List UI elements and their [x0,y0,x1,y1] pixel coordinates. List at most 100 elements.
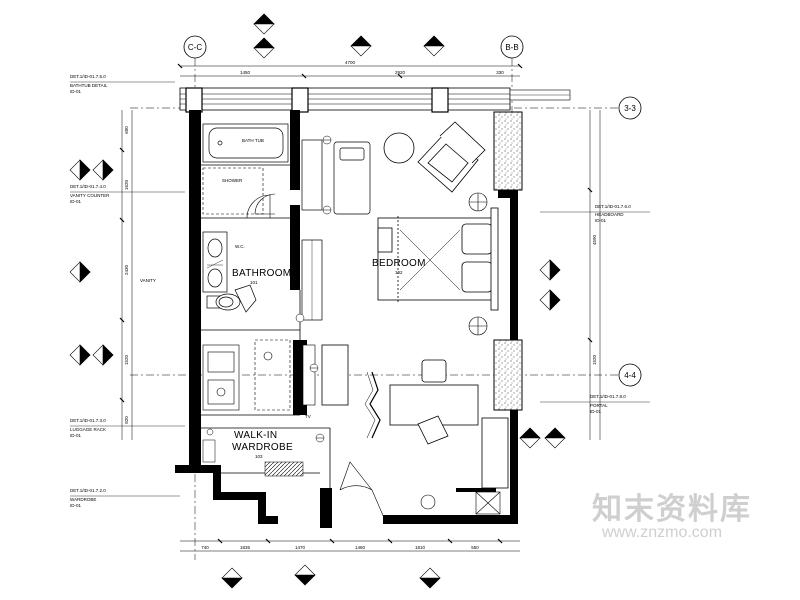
lounge-chair [417,121,486,193]
section-marker-right-2 [539,289,561,311]
detail-note-wardrobe: DET.1/ID-01.7.2.0 WARDROBE ID-01 [70,488,180,508]
dim-left-4: 820 [124,416,129,424]
detail-code-vanity: DET.1/ID-01.7.4.0 [70,184,106,189]
watermark-brand: 知末资料库 [592,492,752,527]
detail-code-wardrobe: DET.1/ID-01.7.2.0 [70,488,106,493]
watermark: 知末资料库 www.znzmo.com [592,484,792,544]
walkin-number: 103 [255,454,263,459]
grid-label-4: 4-4 [624,371,636,380]
section-marker-left-4 [69,344,91,366]
detail-name-wardrobe: WARDROBE [70,497,96,502]
wc-label: W.C. [235,244,245,249]
dim-left-3: 1520 [124,354,129,365]
dim-right-0: 4590 [592,234,597,245]
grid-label-3: 3-3 [624,104,636,113]
dim-left-0: 600 [124,126,129,134]
grid-label-b: B-B [505,43,518,52]
bed [377,207,499,311]
bedside-lamps [468,192,488,336]
bathroom-label-group: BATHROOM 101 [232,268,291,285]
bedroom-number: 102 [395,270,403,275]
section-marker-right-3 [519,427,541,449]
dim-top-0: 1450 [240,70,251,75]
dim-bottom-5: 550 [471,545,479,550]
dimension-texts: 4700 1450 2920 330 740 1835 1470 1460 18… [124,60,597,550]
section-marker-left-1 [69,159,91,181]
tv-unit: TV [302,344,316,419]
detail-note-headboard: DET.1/ID-01.7.6.0 HEADBOARD ID-01 [540,204,650,223]
bathtub-label: BATH TUB [242,138,264,143]
section-marker-right-4 [544,427,566,449]
grid-bubble-4: 4-4 [618,363,642,387]
section-marker-top-4 [423,35,445,57]
section-marker-bottom-3 [294,564,316,586]
grid-bubble-c: C-C [183,35,207,59]
shower-area: SHOWER [202,167,276,215]
detail-ref-headboard: ID-01 [595,218,607,223]
dim-bottom-0: 740 [201,545,209,550]
dim-right-1: 1520 [592,354,597,365]
shower-label: SHOWER [222,178,243,183]
section-marker-top-1 [253,13,275,35]
detail-name-headboard: HEADBOARD [595,212,624,217]
detail-ref-wardrobe: ID-01 [70,503,82,508]
detail-code-bathtub: DET.1/ID-01.7.5.0 [70,74,106,79]
desk-area [321,344,509,489]
bedroom-label-group: BEDROOM 102 [372,258,426,275]
detail-ref-bathtub: ID-01 [70,89,82,94]
detail-code-headboard: DET.1/ID-01.7.6.0 [595,204,631,209]
dimension-lines [119,63,601,552]
bathroom-label: BATHROOM [232,268,291,279]
dim-top-total: 4700 [345,60,356,65]
vanity-label: VANITY [140,278,156,283]
section-marker-top-2 [253,37,275,59]
structural-columns [493,111,523,411]
grid-bubble-b: B-B [500,35,524,59]
section-marker-bottom-1 [221,567,243,589]
detail-ref-vanity: ID-01 [70,199,82,204]
dim-bottom-2: 1470 [295,545,306,550]
detail-notes: DET.1/ID-01.7.5.0 BATHTUB DETAIL ID-01 D… [70,74,650,508]
section-marker-right-1 [539,259,561,281]
section-marker-left-2 [92,159,114,181]
dim-bottom-1: 1835 [240,545,251,550]
detail-code-luggage: DET.1/ID-01.7.3.0 [70,418,106,423]
section-marker-bottom-2 [419,567,441,589]
walkin-label-line2: WARDROBE [232,442,293,453]
bedroom-label: BEDROOM [372,258,426,269]
section-marker-top-3 [350,35,372,57]
dim-left-2: 2430 [124,264,129,275]
bathroom-number: 101 [250,280,258,285]
detail-note-vanity: DET.1/ID-01.7.4.0 VANITY COUNTER ID-01 [70,184,185,204]
dim-bottom-4: 1810 [415,545,426,550]
detail-note-portal: DET.1/ID-01.7.8.0 PORTAL ID-01 [540,394,650,414]
detail-name-vanity: VANITY COUNTER [70,193,110,198]
detail-name-bathtub: BATHTUB DETAIL [70,83,108,88]
round-table [383,132,415,164]
detail-note-luggage: DET.1/ID-01.7.3.0 LUGGAGE RACK ID-01 [70,418,185,438]
tv-label: TV [305,414,311,419]
light-fixtures [206,135,332,443]
bathroom-door [246,194,271,219]
dim-bottom-3: 1460 [355,545,366,550]
detail-name-portal: PORTAL [590,403,608,408]
detail-note-bathtub: DET.1/ID-01.7.5.0 BATHTUB DETAIL ID-01 [70,74,175,94]
vanity-counter: VANITY [140,231,228,293]
wc-fixture: W.C. [206,244,257,313]
wall-cabinet-bedroom [301,139,371,321]
lower-cabinet [202,339,291,411]
detail-ref-portal: ID-01 [590,409,602,414]
grid-bubble-3: 3-3 [618,96,642,120]
dim-top-1: 2920 [395,70,406,75]
entry-door [339,461,501,521]
section-marker-left-5 [92,344,114,366]
dim-left-1: 1620 [124,179,129,190]
dim-top-2: 330 [496,70,504,75]
walkin-wardrobe-group: WALK-IN WARDROBE 103 [202,430,304,477]
detail-code-portal: DET.1/ID-01.7.8.0 [590,394,626,399]
walkin-label-line1: WALK-IN [234,430,277,441]
bathtub: BATH TUB [202,123,289,163]
detail-name-luggage: LUGGAGE RACK [70,427,106,432]
window-wall [179,87,571,113]
